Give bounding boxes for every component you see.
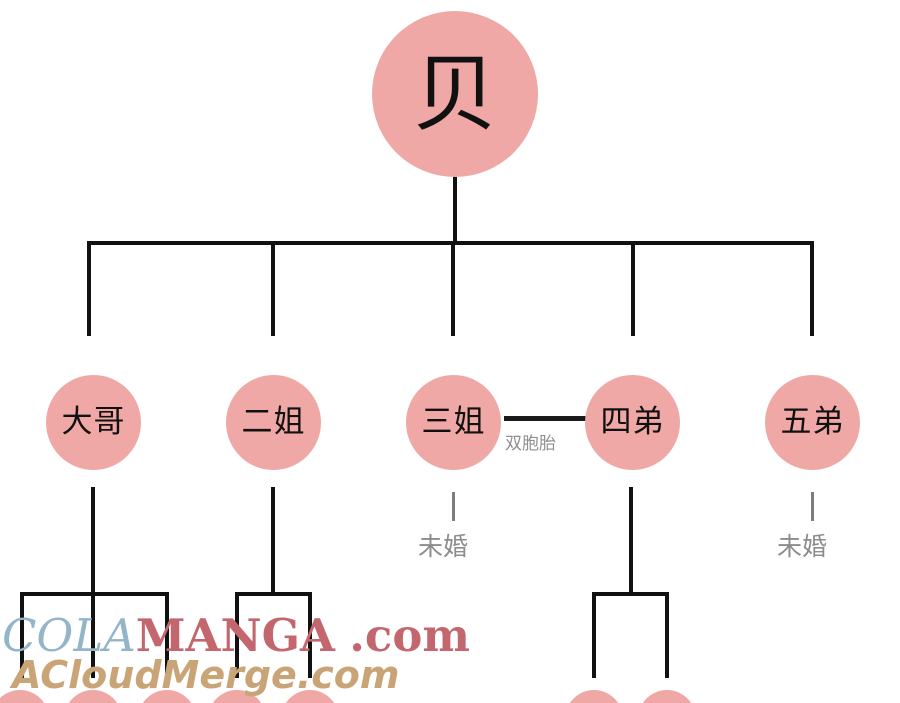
node-child-4[interactable]: 四弟 — [585, 375, 680, 470]
node-child-3[interactable]: 三姐 — [406, 375, 501, 470]
label-status-child-3: 未婚 — [418, 532, 469, 561]
connector-drop-child-3 — [451, 241, 455, 336]
connector-bus-child-4 — [592, 592, 669, 596]
connector-status-child-5 — [811, 492, 814, 521]
node-child-2[interactable]: 二姐 — [226, 375, 321, 470]
connector-descend-child-4 — [629, 487, 633, 595]
node-child-1[interactable]: 大哥 — [46, 375, 141, 470]
connector-root-stem — [453, 177, 457, 244]
connector-grandchild-1c — [165, 592, 169, 678]
connector-drop-child-1 — [87, 241, 91, 336]
node-grandchild-1c[interactable] — [138, 690, 196, 703]
connector-bus-child-2 — [235, 592, 312, 596]
watermark-com-text: .com — [349, 609, 470, 662]
node-grandchild-1a[interactable] — [0, 690, 49, 703]
connector-grandchild-1a — [20, 592, 24, 678]
connector-grandchild-4b — [665, 592, 669, 678]
node-grandchild-2b[interactable] — [281, 690, 339, 703]
connector-status-child-3 — [452, 492, 455, 521]
node-child-5[interactable]: 五弟 — [765, 375, 860, 470]
connector-drop-child-2 — [271, 241, 275, 336]
node-grandchild-1b[interactable] — [64, 690, 122, 703]
connector-descend-child-2 — [271, 487, 275, 595]
node-root[interactable]: 贝 — [372, 11, 538, 177]
watermark-acloudmerge: ACloudMerge.com — [12, 653, 400, 697]
connector-grandchild-4a — [592, 592, 596, 678]
connector-drop-child-5 — [810, 241, 814, 336]
node-grandchild-4b[interactable] — [638, 690, 696, 703]
connector-descend-child-1 — [91, 487, 95, 595]
connector-grandchild-2b — [308, 592, 312, 678]
label-status-child-5: 未婚 — [777, 532, 828, 561]
node-grandchild-4a[interactable] — [565, 690, 623, 703]
label-twins: 双胞胎 — [505, 434, 556, 454]
connector-twins — [504, 416, 588, 421]
connector-drop-child-4 — [631, 241, 635, 336]
connector-grandchild-1b — [91, 592, 95, 678]
node-grandchild-2a[interactable] — [208, 690, 266, 703]
connector-grandchild-2a — [235, 592, 239, 678]
